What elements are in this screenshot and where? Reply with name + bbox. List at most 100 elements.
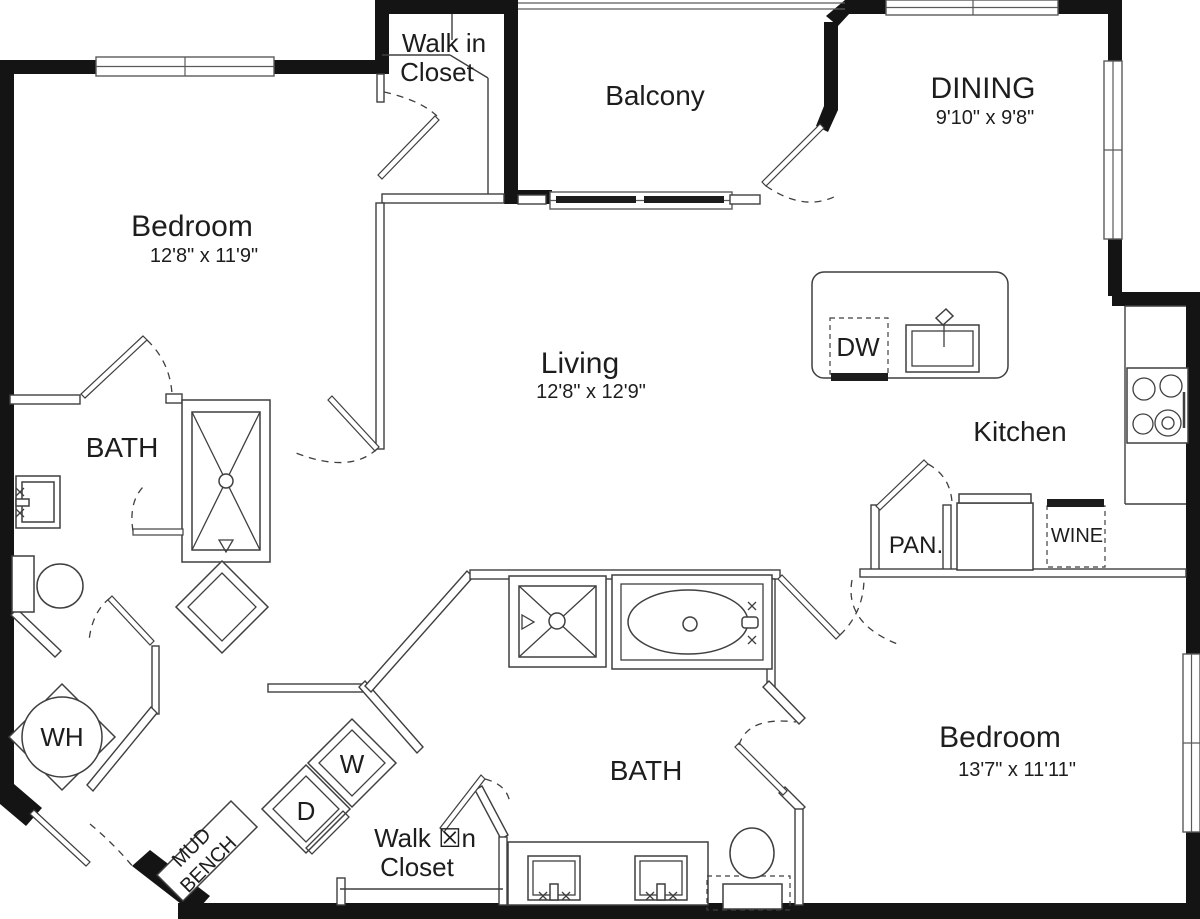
door-leaf (761, 123, 825, 187)
door-leaf (29, 809, 91, 867)
bath2-label: BATH (610, 755, 683, 786)
sliding-door-panel (556, 196, 636, 203)
burner (1132, 413, 1154, 435)
kitchen-sink (905, 324, 980, 373)
bedroom1-label: Bedroom (131, 210, 253, 243)
dishwasher-outline (829, 317, 889, 375)
wall-segment (517, 194, 547, 205)
door-swing-arc (146, 339, 173, 395)
wall-segment (9, 394, 81, 405)
wall-segment (375, 0, 518, 14)
closet-bottom-label-line1: Walk ☒n (374, 823, 476, 853)
door-leaf (777, 574, 841, 640)
bath1-label: BATH (86, 432, 159, 463)
bedroom2-label: Bedroom (939, 721, 1061, 754)
wall-segment (1186, 828, 1200, 919)
door-swing-arc (738, 720, 797, 746)
shower-bath1 (181, 399, 271, 563)
water-heater-label: WH (40, 722, 83, 752)
door-leaf (327, 395, 380, 452)
burner-inner (1161, 416, 1175, 430)
kitchen-faucet (934, 307, 955, 327)
double-vanity (507, 841, 709, 906)
door-swing-arc (89, 823, 135, 869)
wall-segment (504, 0, 518, 198)
windows (95, 0, 1200, 833)
toilet-tank (11, 555, 35, 613)
wall-segment (1112, 292, 1200, 306)
vanity-bath1 (15, 475, 61, 529)
refrigerator-handle (958, 493, 1032, 504)
door-leaf (80, 335, 148, 399)
shower-drain (218, 473, 234, 489)
wall-segment (151, 645, 160, 715)
wall-segment (498, 836, 508, 906)
toilet-bowl (36, 563, 84, 609)
faucet-handles (538, 891, 571, 901)
door-swing-arc (484, 778, 511, 805)
balcony-railing (518, 2, 845, 10)
wall-segment (1108, 234, 1122, 296)
wall-segment (376, 73, 385, 103)
door-swing-arc (839, 577, 865, 636)
toilet-tank (722, 883, 783, 910)
dining-dims: 9'10" x 9'8" (936, 107, 1035, 129)
dryer-vent (305, 810, 350, 855)
wall-segment (336, 877, 346, 906)
linen-inner (187, 572, 257, 642)
window-mullion (1183, 654, 1200, 832)
doors (29, 115, 929, 867)
window-mullion (886, 0, 1058, 15)
fixtures (7, 271, 1189, 911)
wall-segment (364, 569, 474, 694)
burner (1132, 377, 1156, 401)
wall-segment (1186, 293, 1200, 659)
shower-bath2 (508, 575, 607, 668)
door-swing-arc (383, 91, 438, 117)
wall-segment (870, 504, 880, 574)
refrigerator-body (956, 502, 1034, 571)
dryer-outer (260, 763, 352, 855)
shower-drain (548, 612, 566, 630)
wall-segment (474, 785, 509, 840)
tub-handles (747, 601, 757, 645)
wall-segment (729, 194, 761, 205)
toilet-alcove (706, 875, 791, 911)
door-leaf (734, 742, 788, 796)
wall-segment (165, 393, 183, 404)
wall-segment (1108, 14, 1122, 66)
balcony-label: Balcony (605, 80, 705, 111)
faucet-handles (645, 891, 678, 901)
pantry-label: PAN. (889, 532, 943, 559)
living-label: Living (541, 347, 619, 380)
tub-deck-inner (620, 583, 764, 661)
wall-segment (270, 60, 382, 74)
wall-segment (358, 679, 424, 755)
faucet (656, 883, 666, 901)
toilet-bowl (729, 827, 775, 879)
wall-segment (0, 60, 100, 74)
dishwasher-label: DW (836, 332, 880, 362)
sliding-door-panel (644, 196, 724, 203)
door-swing-arc (850, 579, 901, 646)
wall-segment (794, 808, 804, 906)
washer-inner (318, 729, 386, 797)
wall-segment (0, 60, 14, 800)
wall-segment (375, 0, 389, 74)
tub-drain (682, 616, 698, 632)
kitchen-counter-edge (1124, 305, 1186, 505)
wall-segment (381, 193, 505, 204)
kitchen-island (811, 271, 1009, 381)
door-leaf (377, 115, 440, 180)
wall-segment (942, 504, 952, 574)
wine-fridge (1046, 499, 1106, 568)
shower-head-icon (521, 613, 536, 631)
burner (1154, 409, 1182, 437)
dryer (260, 763, 352, 855)
wine-fridge-front (1047, 499, 1104, 507)
washer-outer (306, 717, 398, 809)
toilet-bath2 (706, 827, 791, 911)
wall-segment (826, 0, 862, 26)
wall-segment (178, 903, 1200, 919)
wall-segment (375, 202, 385, 450)
